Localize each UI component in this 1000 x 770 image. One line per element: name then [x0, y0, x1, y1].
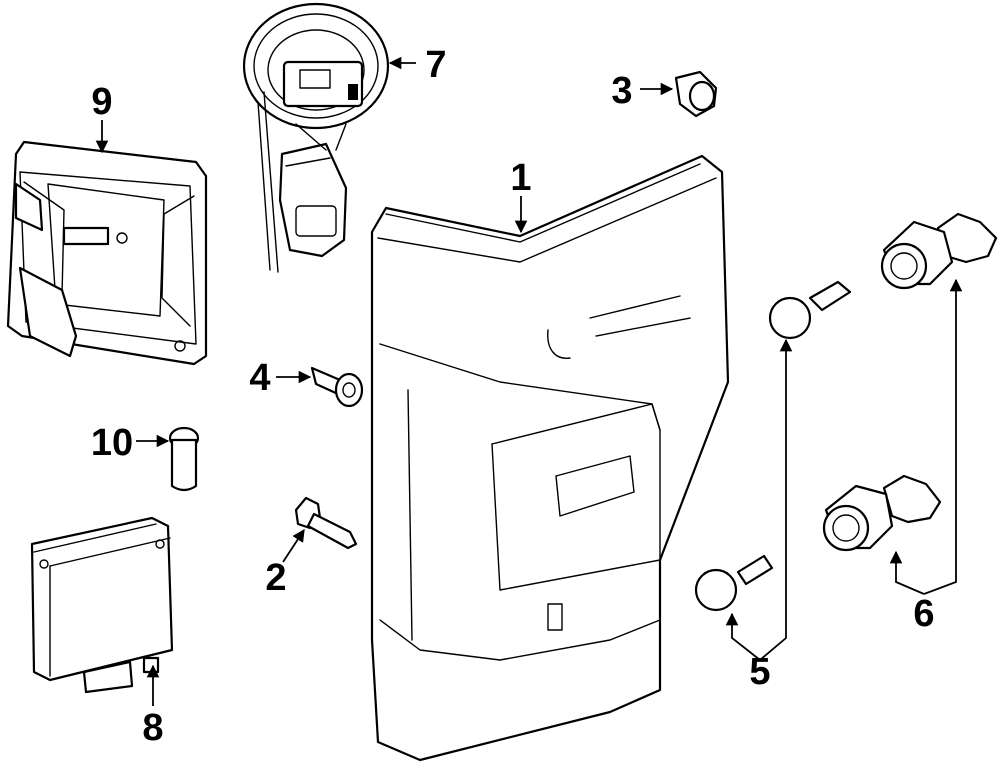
part-1-tail-lamp-assembly[interactable] — [370, 154, 730, 762]
callout-5-leader-lower — [725, 612, 761, 661]
callout-10: 10 — [91, 422, 133, 464]
part-3-clip[interactable] — [674, 70, 718, 118]
callout-2-leader — [282, 528, 305, 563]
callout-1: 1 — [510, 157, 531, 199]
part-5-bulb-lower[interactable] — [694, 554, 774, 612]
callout-5-leader-upper — [759, 338, 793, 661]
part-9-mounting-bracket[interactable] — [6, 140, 208, 366]
part-6-socket-upper[interactable] — [880, 212, 998, 290]
part-4-screw[interactable] — [310, 366, 364, 408]
part-7-socket-harness[interactable] — [242, 2, 390, 273]
callout-2: 2 — [265, 557, 286, 599]
part-2-bolt[interactable] — [294, 496, 358, 550]
callout-9: 9 — [91, 81, 112, 123]
callout-4: 4 — [249, 357, 270, 399]
part-8-control-module[interactable] — [30, 516, 174, 694]
callout-6-leader-upper — [923, 278, 963, 595]
callout-6-leader-lower — [889, 550, 925, 595]
callout-5: 5 — [749, 651, 770, 693]
part-10-bolt[interactable] — [168, 426, 200, 492]
part-5-bulb-upper[interactable] — [768, 280, 852, 340]
part-6-socket-lower[interactable] — [822, 474, 942, 552]
callout-6: 6 — [913, 593, 934, 635]
callout-8: 8 — [142, 707, 163, 749]
callout-7: 7 — [425, 44, 446, 86]
callout-3: 3 — [611, 70, 632, 112]
